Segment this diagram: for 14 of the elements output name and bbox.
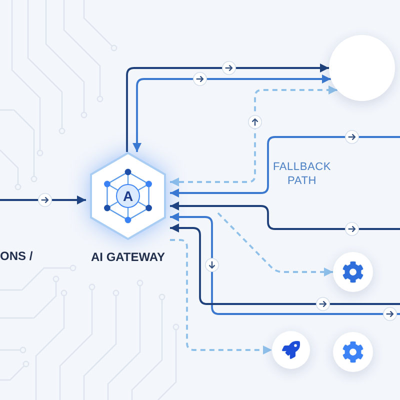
arrow [170,224,400,305]
arrow [170,202,400,230]
arrow [0,196,86,204]
route-label: FALLBACK PATH [272,160,332,188]
arrow [126,64,329,152]
arrow [170,136,400,198]
hub-letter: A [122,189,134,203]
dashed-arrow [170,86,338,186]
dashed-arrow [170,239,272,354]
dashed-arrow [217,212,333,276]
side-label: ONS / [0,249,33,263]
node-title: AI GATEWAY [90,250,166,264]
arrow [132,74,331,152]
arrow [170,212,400,315]
